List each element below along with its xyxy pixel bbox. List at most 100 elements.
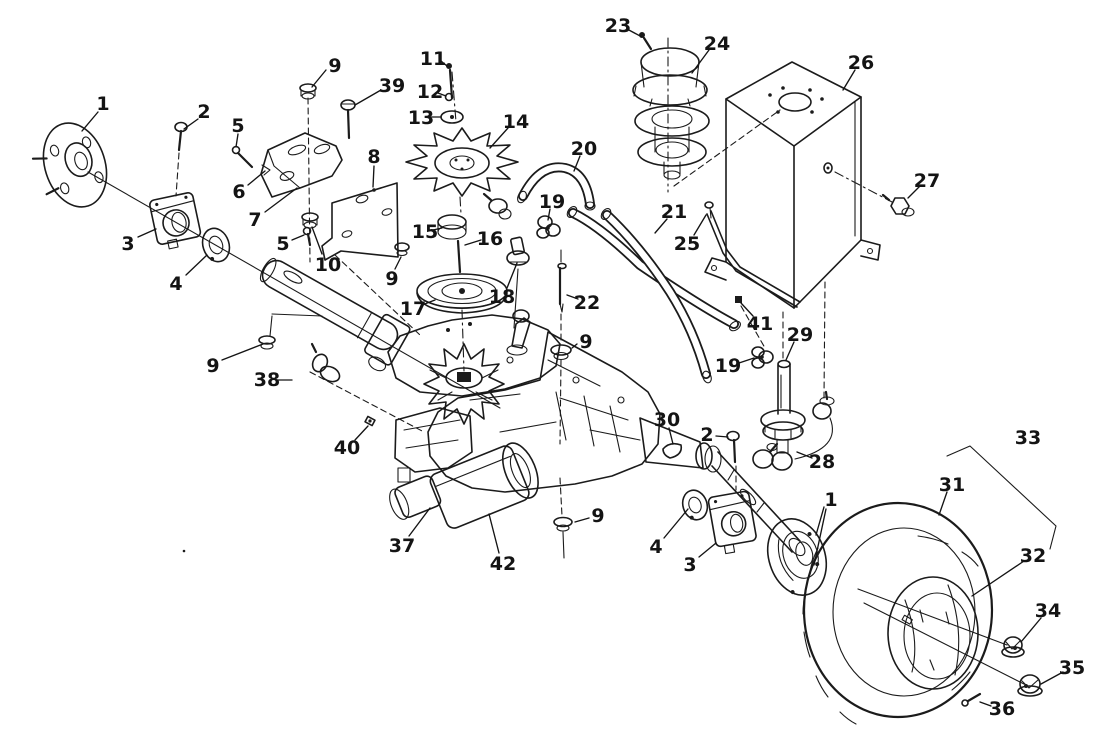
callout-9: 9 bbox=[328, 55, 341, 77]
leader-line bbox=[311, 69, 327, 88]
leader-line bbox=[571, 343, 578, 349]
shaft-16 bbox=[456, 239, 462, 274]
leader-line bbox=[421, 299, 436, 306]
callout-25: 25 bbox=[674, 233, 700, 255]
leader-line bbox=[437, 92, 447, 97]
fitting-18 bbox=[506, 236, 530, 329]
spacer-15 bbox=[437, 214, 467, 240]
callout-18: 18 bbox=[489, 286, 515, 308]
leader-line bbox=[183, 118, 199, 130]
washer-12 bbox=[444, 92, 454, 102]
callout-30: 30 bbox=[654, 409, 680, 431]
elbow-fitting-38 bbox=[310, 342, 341, 383]
leader-line bbox=[372, 165, 375, 188]
axle-line-35 bbox=[863, 602, 1025, 685]
bottom-axis-dash-2 bbox=[562, 531, 565, 559]
callout-4: 4 bbox=[169, 273, 182, 295]
leader-line bbox=[698, 542, 717, 558]
callout-1: 1 bbox=[824, 489, 837, 511]
bolt-11 bbox=[446, 63, 454, 100]
callout-31: 31 bbox=[939, 474, 965, 496]
clamp-19-bottom bbox=[751, 346, 774, 369]
callout-1: 1 bbox=[96, 93, 109, 115]
callout-15: 15 bbox=[412, 221, 438, 243]
mount-plate-8 bbox=[321, 182, 399, 261]
bolt-39 bbox=[340, 99, 356, 140]
bracket-41 bbox=[706, 210, 801, 308]
leader-line bbox=[785, 341, 795, 361]
callout-27: 27 bbox=[914, 170, 940, 192]
hose-20 bbox=[517, 162, 596, 211]
callout-3: 3 bbox=[121, 233, 134, 255]
grommet-9-left bbox=[258, 313, 323, 350]
cooling-fan-14 bbox=[405, 127, 519, 197]
leader-line bbox=[432, 227, 443, 231]
bottom-axis-dash-1 bbox=[559, 477, 563, 517]
cap-to-tank-dash bbox=[673, 109, 781, 187]
bearing-block-left bbox=[149, 192, 202, 250]
axle-line-34 bbox=[857, 588, 1008, 646]
nut-34 bbox=[1001, 636, 1025, 658]
leader-line bbox=[354, 89, 382, 106]
leader-line bbox=[291, 234, 305, 241]
transaxle-fan bbox=[423, 343, 505, 425]
filter-42 bbox=[429, 442, 539, 529]
callout-9: 9 bbox=[206, 355, 219, 377]
leader-line bbox=[573, 155, 581, 172]
hydraulic-tank-26 bbox=[704, 61, 881, 309]
callout-10: 10 bbox=[315, 254, 341, 276]
leader-line bbox=[626, 28, 643, 38]
leader-line bbox=[81, 111, 99, 132]
callout-28: 28 bbox=[809, 451, 835, 473]
wheel-hub-right bbox=[766, 518, 828, 596]
callout-35: 35 bbox=[1059, 657, 1085, 679]
leader-line bbox=[247, 170, 266, 186]
leader-line bbox=[440, 60, 448, 67]
callout-41: 41 bbox=[747, 313, 773, 335]
callout-8: 8 bbox=[367, 146, 380, 168]
collar-right bbox=[681, 489, 709, 521]
callout-5: 5 bbox=[276, 233, 289, 255]
callout-42: 42 bbox=[490, 553, 516, 575]
leader-line bbox=[221, 343, 264, 361]
pump-bracket-37 bbox=[389, 407, 473, 520]
callout-3: 3 bbox=[683, 554, 696, 576]
leader-line bbox=[1040, 671, 1064, 685]
grommet-9-bottom bbox=[553, 516, 573, 532]
woodruff-key-30 bbox=[662, 442, 683, 459]
leader-line bbox=[574, 517, 590, 523]
leader-line bbox=[842, 69, 856, 91]
leader-line bbox=[264, 187, 298, 213]
leader-line bbox=[311, 226, 323, 255]
leader-line bbox=[566, 294, 579, 300]
leader-line bbox=[740, 302, 754, 317]
leader-line bbox=[738, 357, 755, 364]
callout-13: 13 bbox=[408, 107, 434, 129]
leader-line bbox=[907, 185, 921, 199]
transaxle-case bbox=[387, 314, 661, 493]
callout-38: 38 bbox=[254, 369, 280, 391]
callout-24: 24 bbox=[704, 33, 730, 55]
leader-line bbox=[815, 506, 825, 536]
plate-to-case-dash bbox=[334, 254, 421, 336]
callout-12: 12 bbox=[417, 81, 443, 103]
leader-line bbox=[464, 239, 482, 246]
leader-line bbox=[971, 560, 1025, 597]
nut-35 bbox=[1017, 674, 1043, 697]
leader-line bbox=[1020, 617, 1042, 643]
screw-2-bottom bbox=[726, 430, 740, 491]
bracket-axis-dash bbox=[307, 97, 311, 263]
callout-40: 40 bbox=[334, 437, 360, 459]
elbow-fitting-hose20 bbox=[482, 192, 512, 220]
bracket-to-clamp-dash bbox=[740, 305, 766, 349]
hose-21-lower bbox=[600, 208, 712, 384]
screw-25 bbox=[704, 201, 714, 219]
leader-line bbox=[137, 228, 157, 238]
rod-axis-dash-2 bbox=[559, 359, 562, 445]
callout-29: 29 bbox=[787, 324, 813, 346]
tire-31 bbox=[802, 501, 994, 725]
grommet-9-mid bbox=[550, 344, 572, 361]
callout-6: 6 bbox=[232, 181, 245, 203]
callout-7: 7 bbox=[248, 209, 261, 231]
callout-11: 11 bbox=[420, 48, 446, 70]
